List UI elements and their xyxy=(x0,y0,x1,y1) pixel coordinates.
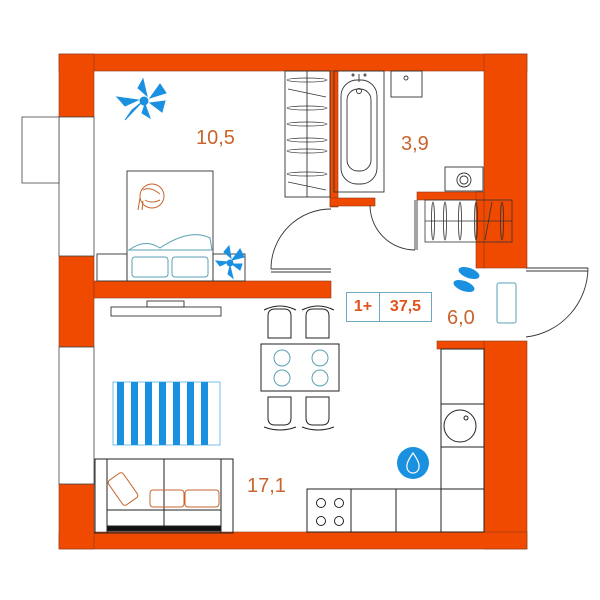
hall-wardrobe xyxy=(424,199,513,243)
hallway-area-label: 6,0 xyxy=(447,307,475,329)
sofa xyxy=(94,458,234,534)
sleeping-cat-icon xyxy=(137,183,165,211)
kitchen-counter xyxy=(306,348,485,533)
apartment-summary-badge: 1+ 37,5 xyxy=(346,292,432,322)
bed-linens xyxy=(128,234,213,278)
total-area: 37,5 xyxy=(389,298,422,315)
nightstand-left xyxy=(96,253,128,282)
kitchen-sink xyxy=(443,409,477,443)
doors xyxy=(270,200,589,338)
windows xyxy=(21,116,95,485)
bedroom-window xyxy=(58,116,95,257)
bathtub xyxy=(333,70,385,193)
slippers-icon xyxy=(453,266,480,293)
bathroom-area-label: 3,9 xyxy=(401,133,429,155)
living-window xyxy=(58,346,95,485)
sofa-cushions xyxy=(107,472,220,508)
water-drop-icon xyxy=(397,447,429,479)
balcony-frame xyxy=(21,116,60,184)
table-plates xyxy=(273,349,329,387)
washing-machine xyxy=(444,166,484,192)
wardrobe-hangers xyxy=(286,77,328,191)
tv-unit xyxy=(110,300,222,317)
dining-table xyxy=(260,343,340,392)
plant-icon xyxy=(115,77,167,121)
bedroom-area-label: 10,5 xyxy=(196,127,235,149)
cooktop xyxy=(316,498,344,526)
walls xyxy=(58,53,528,550)
striped-rug xyxy=(112,381,221,446)
hall-mat xyxy=(496,282,517,324)
plant-icon-small xyxy=(214,244,245,280)
sink xyxy=(390,70,423,98)
bed xyxy=(126,170,214,282)
living-area-label: 17,1 xyxy=(247,475,286,497)
bathroom-fixtures xyxy=(333,70,484,193)
wardrobe-bedroom xyxy=(284,70,331,198)
dining-set xyxy=(260,305,340,431)
room-count: 1+ xyxy=(347,293,380,321)
